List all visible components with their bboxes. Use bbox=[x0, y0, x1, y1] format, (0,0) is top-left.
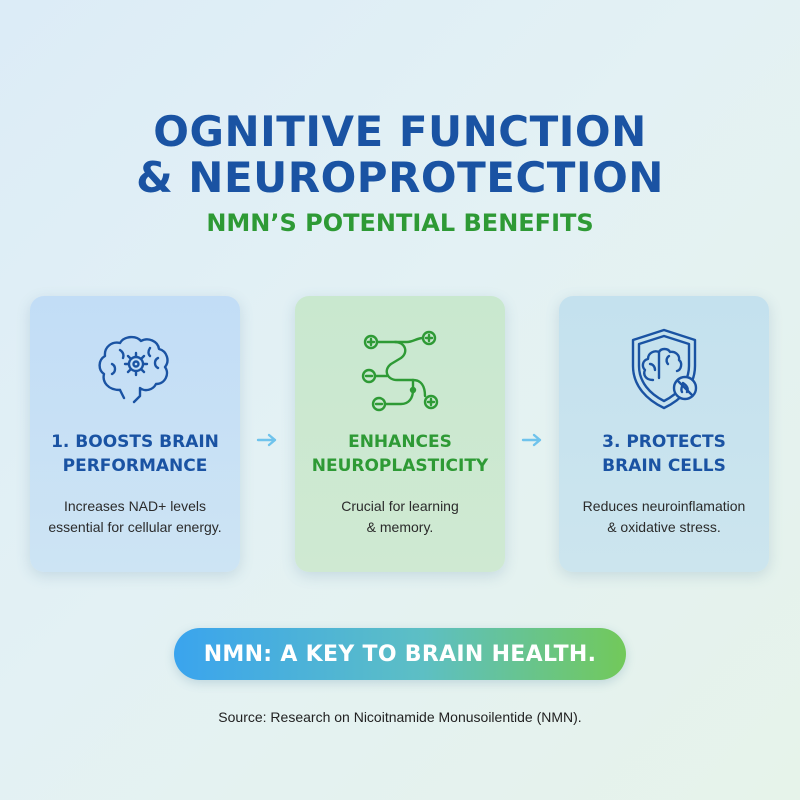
benefit-description: Reduces neuroinflamation & oxidative str… bbox=[582, 498, 746, 535]
brain-shield-icon bbox=[631, 328, 698, 410]
page-subtitle: NMN’S POTENTIAL BENEFITS bbox=[206, 209, 594, 237]
source-citation: Source: Research on Nicoitnamide Monusoi… bbox=[218, 709, 582, 725]
benefit-card-brain-protection: 3. PROTECTS BRAIN CELLS Reduces neuroinf… bbox=[559, 296, 769, 572]
benefit-title: 1. BOOSTS BRAIN PERFORMANCE bbox=[51, 432, 219, 476]
page-title-line-2: & NEUROPROTECTION bbox=[136, 153, 664, 202]
arrow-right-icon bbox=[521, 433, 542, 447]
arrow-right-icon bbox=[256, 433, 277, 447]
benefit-title: ENHANCES NEUROPLASTICITY bbox=[311, 432, 489, 476]
brain-gear-icon bbox=[98, 335, 169, 404]
page-title-line-1: OGNITIVE FUNCTION bbox=[153, 107, 647, 156]
benefit-card-brain-performance: 1. BOOSTS BRAIN PERFORMANCE Increases NA… bbox=[30, 296, 240, 572]
benefit-card-neuroplasticity: ENHANCES NEUROPLASTICITY Crucial for lea… bbox=[295, 296, 505, 572]
benefit-description: Crucial for learning & memory. bbox=[341, 498, 459, 535]
benefit-title: 3. PROTECTS BRAIN CELLS bbox=[602, 432, 726, 476]
key-message-banner: NMN: A KEY TO BRAIN HEALTH. bbox=[174, 628, 626, 680]
neural-pathway-icon bbox=[361, 330, 439, 412]
benefit-description: Increases NAD+ levels essential for cell… bbox=[48, 498, 222, 535]
